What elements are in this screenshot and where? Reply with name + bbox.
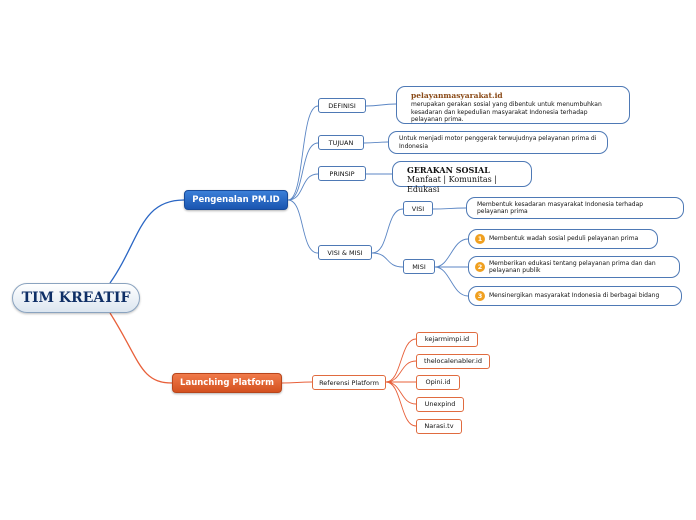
- number-2-icon: 2: [475, 262, 485, 272]
- platform-item-4[interactable]: Unexpind: [416, 397, 464, 412]
- misi-item-2-text: Memberikan edukasi tentang pelayanan pri…: [489, 259, 656, 275]
- misi-item-3[interactable]: 3 Mensinergikan masyarakat Indonesia di …: [468, 286, 682, 306]
- topic-definisi[interactable]: DEFINISI: [318, 98, 366, 113]
- platform-item-1-label: kejarmimpi.id: [424, 335, 470, 344]
- topic-prinsip[interactable]: PRINSIP: [318, 166, 366, 181]
- platform-item-2[interactable]: thelocalenabler.id: [416, 354, 490, 369]
- visi-text: Membentuk kesadaran masyarakat Indonesia…: [477, 200, 644, 216]
- misi-item-2[interactable]: 2 Memberikan edukasi tentang pelayanan p…: [468, 256, 680, 278]
- topic-visi-misi-label: VISI & MISI: [327, 248, 363, 257]
- visi-note[interactable]: Membentuk kesadaran masyarakat Indonesia…: [466, 197, 684, 219]
- topic-tujuan-label: TUJUAN: [328, 138, 354, 147]
- platform-item-2-label: thelocalenabler.id: [424, 357, 482, 366]
- topic-definisi-label: DEFINISI: [328, 101, 356, 110]
- topic-tujuan[interactable]: TUJUAN: [318, 135, 364, 150]
- topic-prinsip-label: PRINSIP: [329, 169, 355, 178]
- branch-launching-label: Launching Platform: [180, 378, 274, 388]
- definisi-title: pelayanmasyarakat.id: [411, 91, 503, 100]
- topic-visi-misi[interactable]: VISI & MISI: [318, 245, 372, 260]
- platform-item-5[interactable]: Narasi.tv: [416, 419, 462, 434]
- root-label: TIM KREATIF: [21, 290, 131, 306]
- definisi-note[interactable]: pelayanmasyarakat.id merupakan gerakan s…: [396, 86, 630, 124]
- prinsip-subtitle: Manfaat | Komunitas | Edukasi: [407, 175, 497, 194]
- topic-visi-label: VISI: [411, 204, 425, 213]
- topic-misi-label: MISI: [412, 262, 426, 271]
- branch-pengenalan[interactable]: Pengenalan PM.ID: [184, 190, 288, 210]
- platform-item-5-label: Narasi.tv: [424, 422, 454, 431]
- tujuan-note[interactable]: Untuk menjadi motor penggerak terwujudny…: [388, 131, 608, 154]
- prinsip-note[interactable]: GERAKAN SOSIAL Manfaat | Komunitas | Edu…: [392, 161, 532, 194]
- topic-misi[interactable]: MISI: [403, 259, 435, 274]
- number-1-icon: 1: [475, 234, 485, 244]
- root-node[interactable]: TIM KREATIF: [12, 283, 140, 313]
- misi-item-1-text: Membentuk wadah sosial peduli pelayanan …: [489, 235, 639, 243]
- platform-item-4-label: Unexpind: [424, 400, 456, 409]
- tujuan-text: Untuk menjadi motor penggerak terwujudny…: [399, 135, 597, 150]
- platform-item-3[interactable]: Opini.id: [416, 375, 460, 390]
- branch-launching[interactable]: Launching Platform: [172, 373, 282, 393]
- branch-pengenalan-label: Pengenalan PM.ID: [192, 195, 280, 205]
- definisi-text: merupakan gerakan sosial yang dibentuk u…: [411, 101, 602, 124]
- misi-item-3-text: Mensinergikan masyarakat Indonesia di be…: [489, 292, 660, 300]
- prinsip-title: GERAKAN SOSIAL: [407, 165, 490, 175]
- topic-visi[interactable]: VISI: [403, 201, 433, 216]
- topic-referensi-platform[interactable]: Referensi Platform: [312, 375, 386, 390]
- topic-referensi-label: Referensi Platform: [319, 378, 379, 387]
- platform-item-1[interactable]: kejarmimpi.id: [416, 332, 478, 347]
- misi-item-1[interactable]: 1 Membentuk wadah sosial peduli pelayana…: [468, 229, 658, 249]
- platform-item-3-label: Opini.id: [425, 378, 451, 387]
- number-3-icon: 3: [475, 291, 485, 301]
